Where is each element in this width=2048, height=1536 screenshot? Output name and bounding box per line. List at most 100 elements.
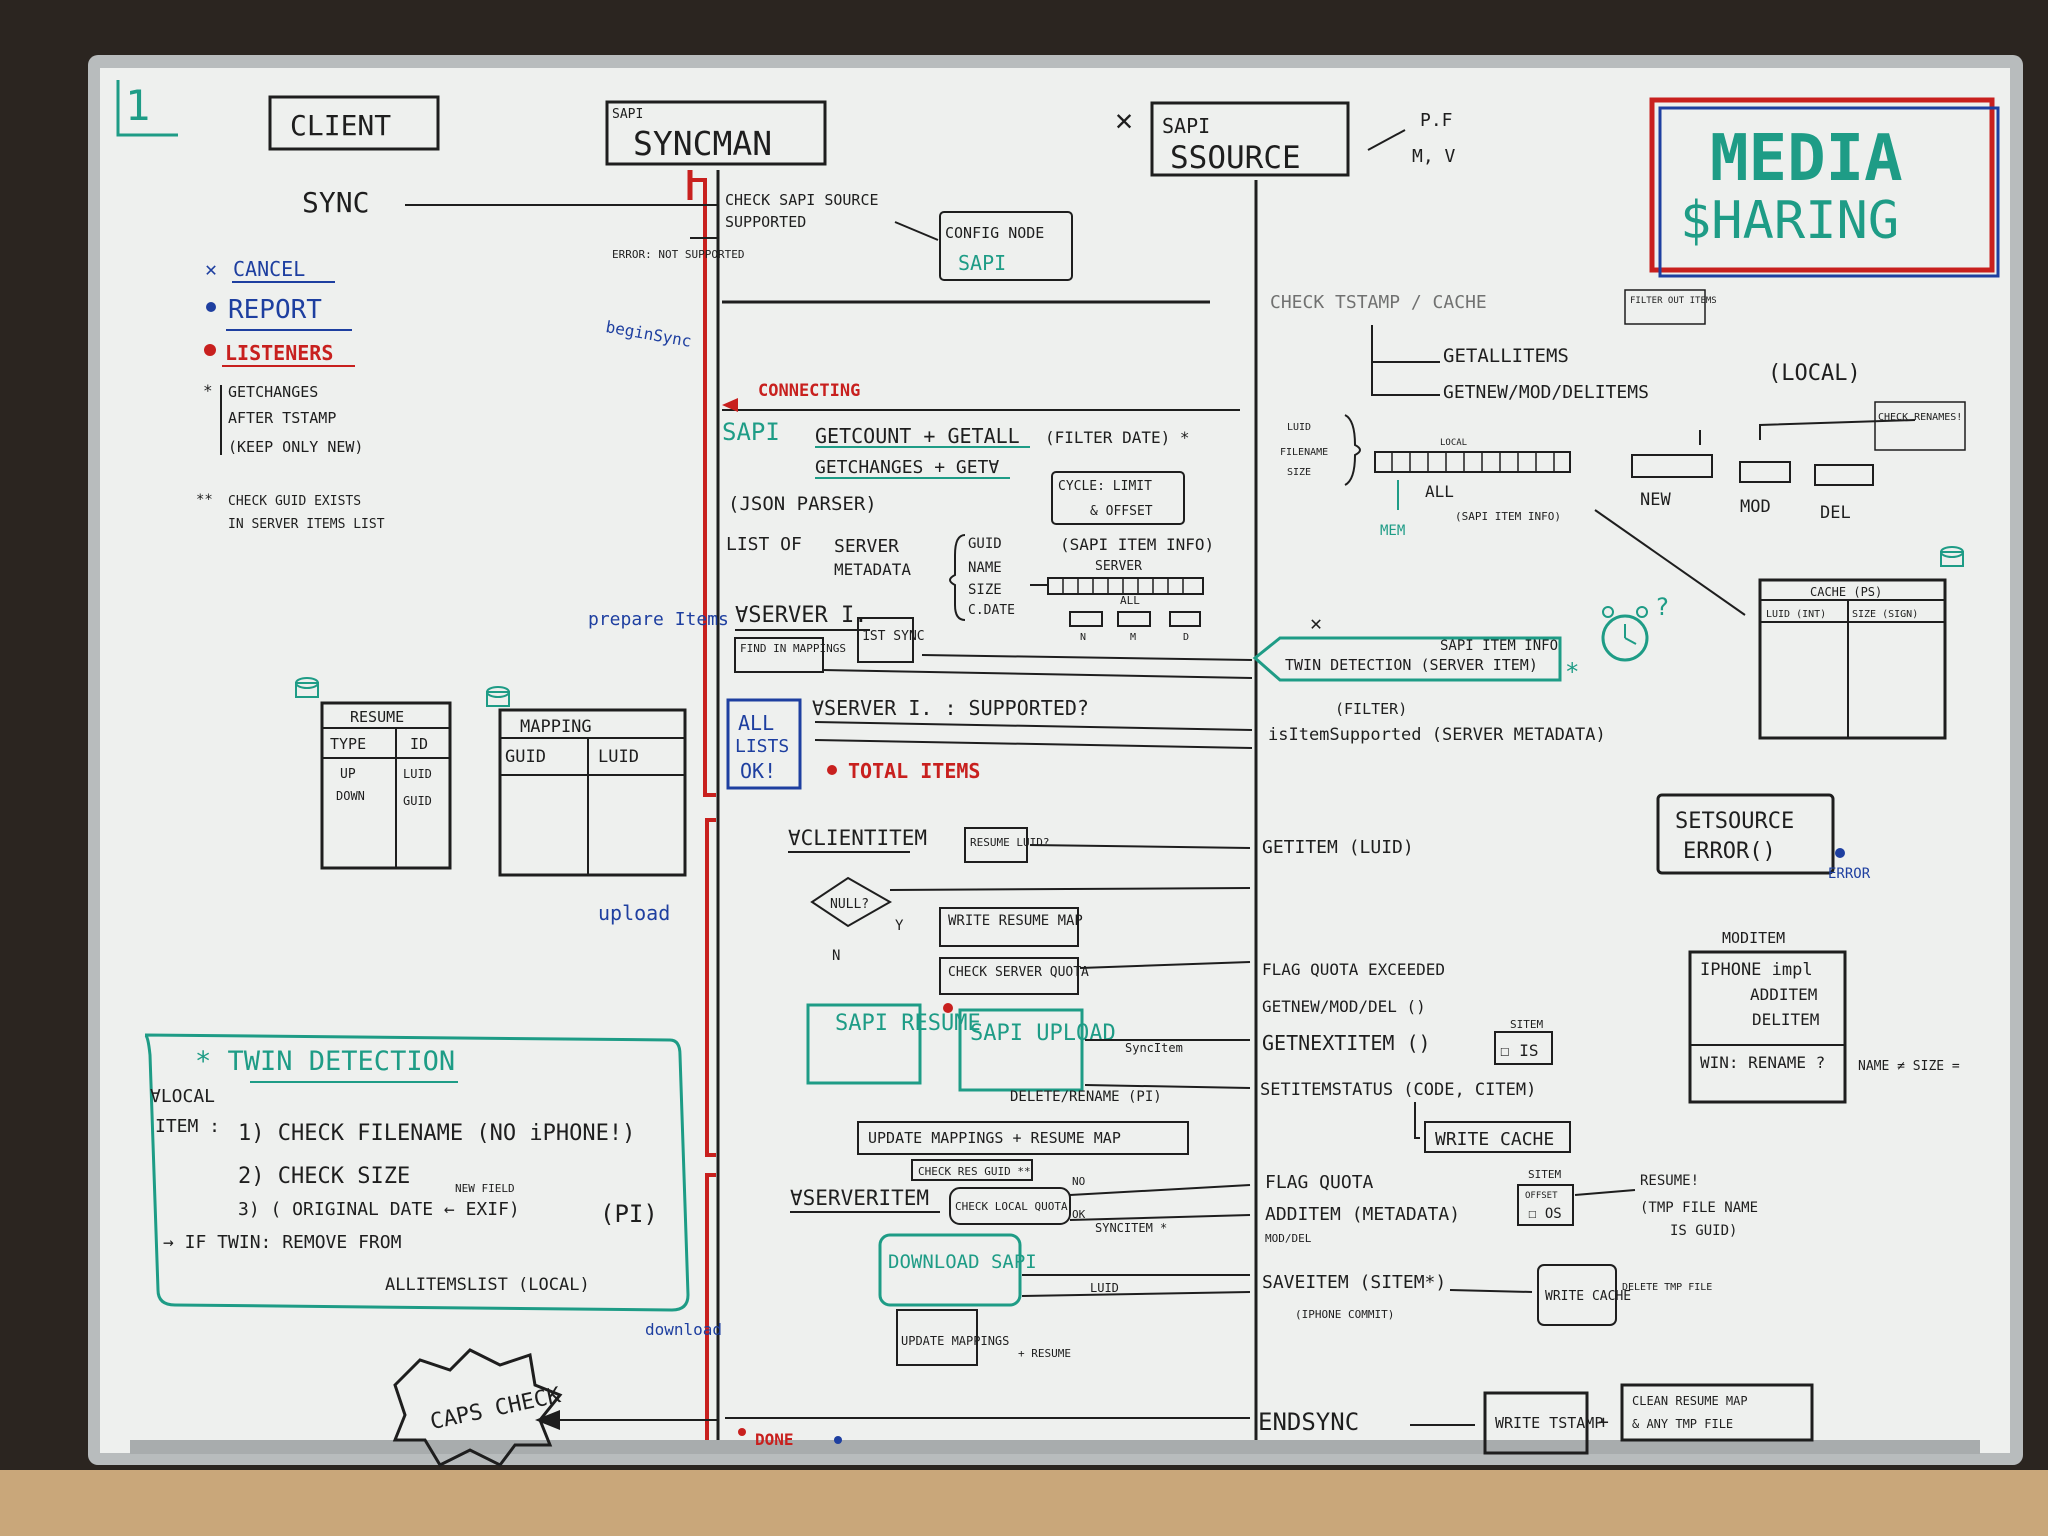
svg-text:SITEM: SITEM: [1528, 1168, 1561, 1181]
twin-detection-arrow: [1252, 636, 1562, 682]
svg-text:NAME: NAME: [968, 560, 1002, 576]
svg-text:(SAPI ITEM INFO): (SAPI ITEM INFO): [1455, 510, 1561, 523]
svg-text:?: ?: [1655, 593, 1669, 621]
syncman-header-small: SAPI: [612, 107, 643, 122]
svg-text:+: +: [1598, 1412, 1609, 1433]
svg-text:(LOCAL): (LOCAL): [1768, 361, 1861, 386]
svg-text:ERROR: ERROR: [1828, 866, 1871, 882]
total-items: TOTAL ITEMS: [848, 759, 980, 783]
svg-text:✕: ✕: [205, 257, 217, 281]
svg-text:METADATA: METADATA: [834, 560, 911, 579]
svg-text:DELITEM: DELITEM: [1752, 1010, 1819, 1029]
sapi-upload-box: [958, 1008, 1084, 1092]
legend-guid-1: CHECK GUID EXISTS: [228, 494, 361, 509]
svg-text:✕: ✕: [1310, 611, 1322, 635]
svg-text:1: 1: [125, 81, 150, 130]
svg-text:SAPI: SAPI: [958, 251, 1006, 275]
svg-text:GUID: GUID: [968, 536, 1002, 552]
check-server-quota-box: [939, 957, 1079, 995]
update-mappings-resume-box: [896, 1309, 978, 1366]
svg-text:SAPI ITEM INFO: SAPI ITEM INFO: [1440, 638, 1558, 654]
svg-text:TWIN DETECTION (SERVER ITEM): TWIN DETECTION (SERVER ITEM): [1285, 656, 1538, 674]
svg-text:FLAG QUOTA: FLAG QUOTA: [1265, 1172, 1374, 1193]
svg-text:SyncItem: SyncItem: [1125, 1041, 1183, 1055]
svg-text:FLAG QUOTA EXCEEDED: FLAG QUOTA EXCEEDED: [1262, 960, 1445, 979]
svg-text:LUID: LUID: [1090, 1281, 1119, 1295]
resume-table: RESUME TYPE ID UP LUID DOWN GUID: [295, 677, 452, 870]
svg-text:CHECK LOCAL QUOTA: CHECK LOCAL QUOTA: [955, 1200, 1068, 1213]
write-tstamp-box: [1483, 1391, 1589, 1455]
svg-text:NO: NO: [1072, 1175, 1085, 1188]
svg-text:GETALLITEMS: GETALLITEMS: [1443, 345, 1569, 367]
svg-text:UPDATE MAPPINGS: UPDATE MAPPINGS: [901, 1334, 1009, 1348]
ssource-header-small: SAPI: [1162, 114, 1210, 138]
download-sapi-box: [878, 1233, 1022, 1307]
svg-text:∀CLIENTITEM: ∀CLIENTITEM: [788, 826, 927, 850]
client-header-box: [268, 95, 440, 151]
svg-text:CHECK RENAMES!: CHECK RENAMES!: [1878, 412, 1962, 423]
svg-text:SAPI UPLOAD: SAPI UPLOAD: [970, 1021, 1116, 1046]
svg-text:*: *: [1565, 658, 1579, 686]
twin-detection-box: * TWIN DETECTION ∀LOCAL ITEM : 1) CHECK …: [144, 1033, 690, 1312]
ssource-x-mark: ✕: [1115, 103, 1133, 138]
svg-text:CHECK RES GUID **: CHECK RES GUID **: [918, 1165, 1031, 1178]
svg-text:MOD: MOD: [1740, 497, 1771, 517]
svg-text:(SAPI ITEM INFO): (SAPI ITEM INFO): [1060, 535, 1214, 554]
svg-text:☐ IS: ☐ IS: [1500, 1041, 1539, 1060]
activation-bracket-2: [705, 818, 716, 1157]
svg-text:GUID: GUID: [505, 747, 546, 767]
syncman-header-box: [605, 100, 827, 166]
svg-text:N: N: [832, 948, 840, 964]
svg-text:DOWN: DOWN: [336, 789, 365, 803]
svg-text:ALL: ALL: [738, 711, 774, 735]
cycle-box: [1051, 471, 1185, 525]
svg-text:FIND IN MAPPINGS: FIND IN MAPPINGS: [740, 642, 846, 655]
svg-text:CONFIG NODE: CONFIG NODE: [945, 224, 1044, 242]
config-node-box: [939, 211, 1073, 281]
connecting-label: CONNECTING: [758, 381, 860, 401]
ssource-header-box: [1150, 101, 1350, 177]
svg-text:OFFSET: OFFSET: [1525, 1191, 1558, 1201]
svg-text:SETSOURCE: SETSOURCE: [1675, 809, 1794, 834]
svg-text:CYCLE: LIMIT: CYCLE: LIMIT: [1058, 479, 1152, 494]
svg-text:WRITE CACHE: WRITE CACHE: [1545, 1289, 1631, 1304]
svg-text:WIN: RENAME ?: WIN: RENAME ?: [1700, 1053, 1825, 1072]
svg-text:MEM: MEM: [1380, 523, 1405, 539]
svg-text:SERVER: SERVER: [1095, 559, 1142, 574]
set-source-error-box: [1656, 793, 1835, 875]
svg-text:(FILTER DATE) *: (FILTER DATE) *: [1045, 428, 1190, 447]
legend: ✕ CANCEL REPORT LISTENERS * GETCHANGES A…: [196, 257, 385, 532]
svg-text:C.DATE: C.DATE: [968, 603, 1015, 618]
end-sync: ENDSYNC: [1258, 1408, 1359, 1436]
svg-text:1) CHECK FILENAME (NO iPHONE!): 1) CHECK FILENAME (NO iPHONE!): [238, 1121, 635, 1146]
svg-text:LOCAL: LOCAL: [1440, 438, 1467, 448]
svg-text:GUID: GUID: [403, 794, 432, 808]
svg-text:ID: ID: [410, 735, 428, 753]
svg-text:ALLITEMSLIST (LOCAL): ALLITEMSLIST (LOCAL): [385, 1275, 590, 1295]
svg-text:LIST OF: LIST OF: [726, 534, 802, 555]
resume-luid-box: [964, 827, 1028, 863]
svg-text:NEW FIELD: NEW FIELD: [455, 1182, 515, 1195]
legend-guid-2: IN SERVER ITEMS LIST: [228, 517, 385, 532]
svg-text:ERROR(): ERROR(): [1683, 839, 1776, 864]
svg-text:MOD/DEL: MOD/DEL: [1265, 1232, 1312, 1245]
svg-text:GETNEW/MOD/DEL (): GETNEW/MOD/DEL (): [1262, 997, 1426, 1016]
legend-getchanges-3: (KEEP ONLY NEW): [228, 438, 363, 456]
svg-text:☐ OS: ☐ OS: [1528, 1206, 1562, 1222]
svg-text:DELETE/RENAME (PI): DELETE/RENAME (PI): [1010, 1089, 1162, 1105]
svg-text:∀LOCAL: ∀LOCAL: [150, 1086, 215, 1107]
svg-text:MODITEM: MODITEM: [1722, 929, 1785, 947]
svg-text:GETCOUNT + GETALL: GETCOUNT + GETALL: [815, 424, 1020, 448]
mod-item-box: MODITEM IPHONE impl ADDITEM DELITEM WIN:…: [1688, 929, 1960, 1104]
svg-text:MAPPING: MAPPING: [520, 717, 592, 737]
svg-text:(TMP FILE NAME: (TMP FILE NAME: [1640, 1200, 1758, 1216]
find-in-mappings-box: [734, 637, 824, 673]
activation-bracket-3: [705, 1173, 716, 1440]
svg-text:RESUME: RESUME: [350, 708, 404, 726]
svg-text:FILTER OUT ITEMS: FILTER OUT ITEMS: [1630, 296, 1717, 306]
svg-text:SAPI RESUME: SAPI RESUME: [835, 1011, 981, 1036]
ssource-note-pf: P.F: [1420, 110, 1453, 131]
svg-text:∀SERVERITEM: ∀SERVERITEM: [790, 1186, 929, 1210]
null-decision: [810, 876, 893, 928]
